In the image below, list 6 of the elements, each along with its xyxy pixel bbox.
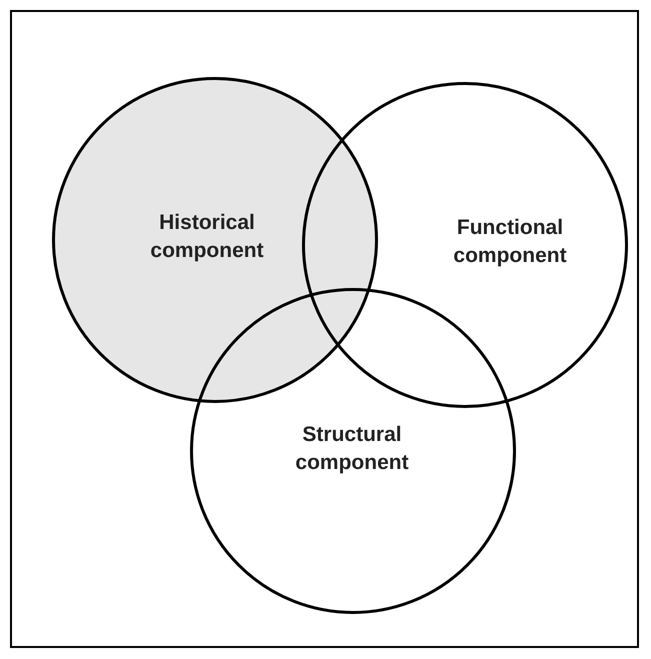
circle-label: Structural component [294,422,410,476]
circle-label: Functional component [452,215,568,269]
venn-circle [52,77,378,403]
venn-circle [190,288,516,614]
circle-label: Historical component [149,210,265,264]
venn-circle [302,82,628,408]
